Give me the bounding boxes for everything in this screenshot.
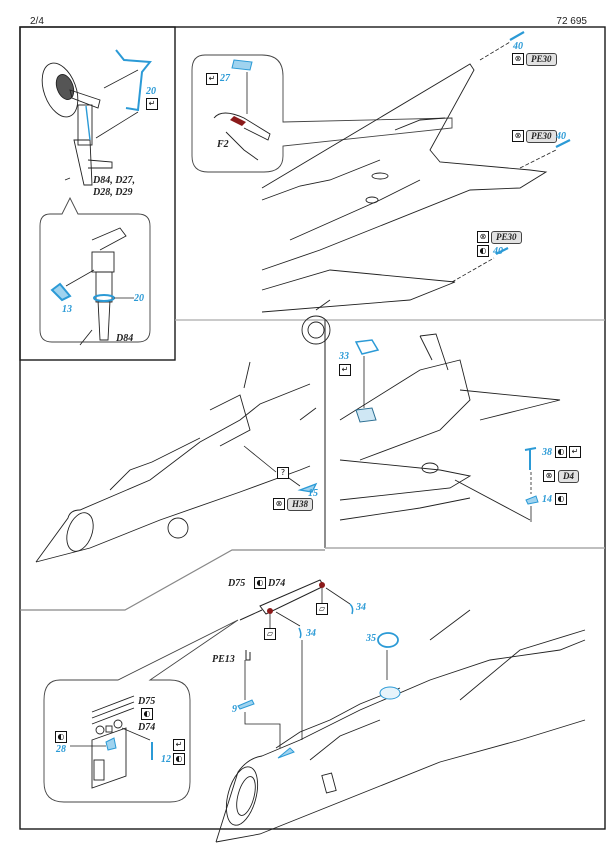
etch-part-40-tips (495, 31, 571, 255)
part-33-label: 33 (339, 351, 349, 362)
plastic-part-pe13-label: PE13 (212, 654, 235, 665)
etch-part-27 (231, 59, 253, 71)
screen-icon: ▱ (316, 603, 328, 615)
plastic-parts-label-2: D28, D29 (93, 187, 133, 198)
paint-icon: ◐ (555, 446, 567, 458)
fold-icon: ↵ (339, 364, 351, 376)
part-15-label: 15 (308, 488, 318, 499)
glue-area-red (230, 116, 246, 126)
gear-inset-illustration (79, 227, 127, 346)
fold-icon: ↵ (206, 73, 218, 85)
etch-part-34a (298, 627, 302, 639)
nose-inset-bubble (43, 619, 239, 803)
etch-part-28-placed (105, 737, 117, 751)
remove-icon: ⊗ (512, 130, 524, 142)
cockpit-fuselage-illustration (35, 361, 317, 563)
part-20-inset-label: 20 (134, 293, 144, 304)
plastic-part-tag: D4 (558, 470, 579, 483)
paint-icon: ◐ (555, 493, 567, 505)
glue-point-b (319, 582, 325, 588)
part-12-label: 12 (161, 754, 171, 765)
etch-part-9 (237, 699, 255, 710)
etch-part-13 (50, 282, 72, 302)
main-gear-illustration (41, 62, 113, 186)
part-40-label: 40 (556, 131, 566, 142)
underside-illustration (339, 333, 561, 521)
plastic-part-tag: PE30 (526, 53, 557, 66)
part-40-label: 40 (513, 41, 523, 52)
fold-icon: ↵ (569, 446, 581, 458)
tail-inset-bubble (191, 54, 453, 173)
kit-number: 72 695 (556, 16, 587, 27)
remove-icon: ⊗ (273, 498, 285, 510)
etch-ring-20 (93, 294, 115, 302)
part-13-label: 13 (62, 304, 72, 315)
remove-icon: ⊗ (477, 231, 489, 243)
part-35-label: 35 (366, 633, 376, 644)
etch-part-14 (525, 495, 539, 505)
paint-icon: ◐ (173, 753, 185, 765)
page-number: 2/4 (30, 16, 44, 27)
plastic-part-d75-label: D75 (228, 578, 246, 589)
fin-tip-illustration (213, 112, 271, 161)
etch-part-33-placed (355, 407, 377, 423)
fold-icon: ↵ (173, 739, 185, 751)
unknown-icon: ? (277, 467, 289, 479)
plastic-part-f2-label: F2 (217, 139, 229, 150)
nose-inset-illustration (91, 695, 135, 789)
remove-icon: ⊗ (512, 53, 524, 65)
paint-icon: ◐ (141, 708, 153, 720)
paint-icon: ◐ (477, 245, 489, 257)
etch-part-34b (349, 603, 354, 615)
part-28-label: 28 (56, 744, 66, 755)
part-14-label: 14 (542, 494, 552, 505)
plastic-part-tag: H38 (287, 498, 314, 511)
plastic-parts-label: D84, D27, (93, 175, 135, 186)
plastic-part-d84-label: D84 (116, 333, 134, 344)
part-34-label: 34 (306, 628, 316, 639)
etch-part-35-placed (379, 686, 401, 700)
remove-icon: ⊗ (543, 470, 555, 482)
part-34-label: 34 (356, 602, 366, 613)
nose-fuselage-illustration (215, 609, 586, 843)
part-40-label: 40 (493, 246, 503, 257)
part-9-label: 9 (232, 704, 237, 715)
part-38-label: 38 (542, 447, 552, 458)
aircraft-tail-illustration (261, 63, 548, 345)
etch-part-15 (297, 482, 318, 493)
etch-part-20-top (85, 49, 152, 141)
etch-part-9-placed (277, 747, 295, 759)
plastic-part-d75-label: D75 (138, 696, 156, 707)
etch-part-33 (354, 339, 380, 355)
paint-icon: ◐ (55, 731, 67, 743)
sheet-border (19, 26, 606, 830)
plastic-part-d74-label: D74 (138, 722, 156, 733)
panel-main-gear-border (19, 26, 176, 361)
plastic-part-d74-label: D74 (268, 578, 286, 589)
part-27-label: 27 (220, 73, 230, 84)
part-20-label: 20 (146, 86, 156, 97)
etch-part-38 (524, 447, 537, 470)
screen-icon: ▱ (264, 628, 276, 640)
glue-point-a (267, 608, 273, 614)
plastic-part-tag: PE30 (526, 130, 557, 143)
paint-icon: ◐ (254, 577, 266, 589)
gear-inset-bubble (39, 196, 151, 343)
part-pe13 (245, 650, 251, 661)
fold-icon: ↵ (146, 98, 158, 110)
etch-part-35 (377, 632, 399, 648)
plastic-part-tag: PE30 (491, 231, 522, 244)
